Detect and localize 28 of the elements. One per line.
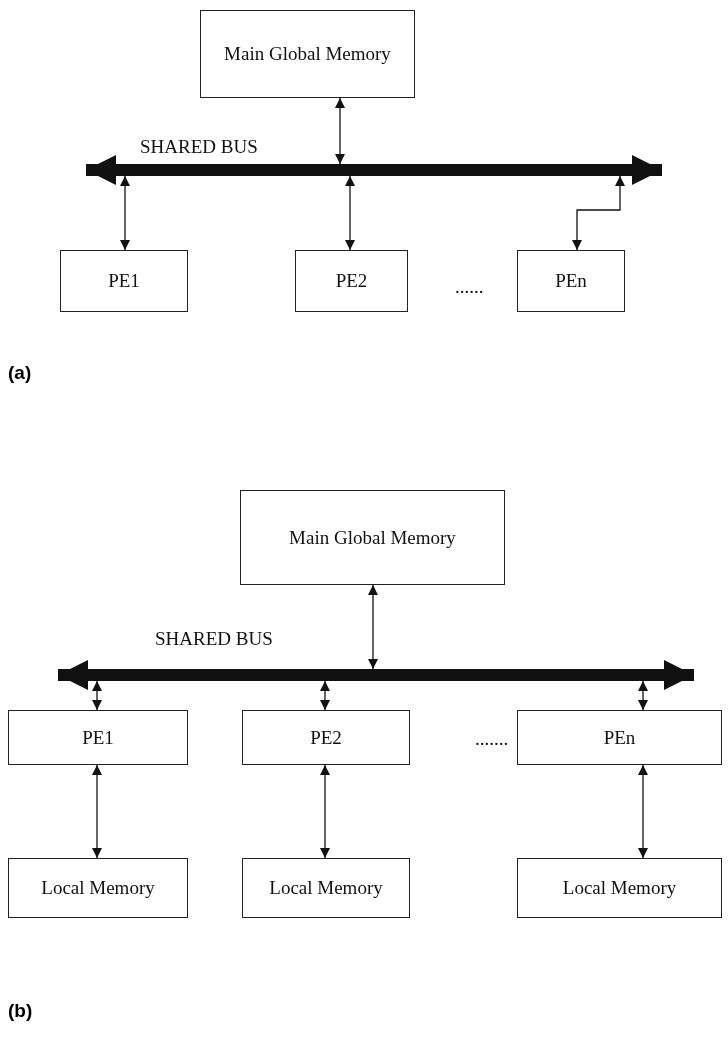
panel-label: (b) [8,1000,33,1022]
ellipsis-text: ....... [475,728,509,750]
double-arrow [320,764,330,859]
double-arrow [572,175,625,251]
component-box: Main Global Memory [240,490,505,585]
ellipsis-text: ...... [455,276,484,298]
component-box: Local Memory [8,858,188,918]
double-arrow [92,764,102,859]
component-box: PE2 [295,250,408,312]
component-box: Local Memory [242,858,410,918]
component-box: PEn [517,250,625,312]
double-arrow [120,175,130,251]
bus-label: SHARED BUS [155,628,273,650]
component-box: PEn [517,710,722,765]
component-box: PE2 [242,710,410,765]
bus-label: SHARED BUS [140,136,258,158]
panel-label: (a) [8,362,32,384]
component-box: Main Global Memory [200,10,415,98]
component-box: PE1 [8,710,188,765]
double-arrow [638,680,648,711]
double-arrow [92,680,102,711]
double-arrow [368,584,378,670]
double-arrow [320,680,330,711]
component-box: Local Memory [517,858,722,918]
double-arrow [345,175,355,251]
double-arrow [335,97,345,165]
double-arrow [638,764,648,859]
component-box: PE1 [60,250,188,312]
